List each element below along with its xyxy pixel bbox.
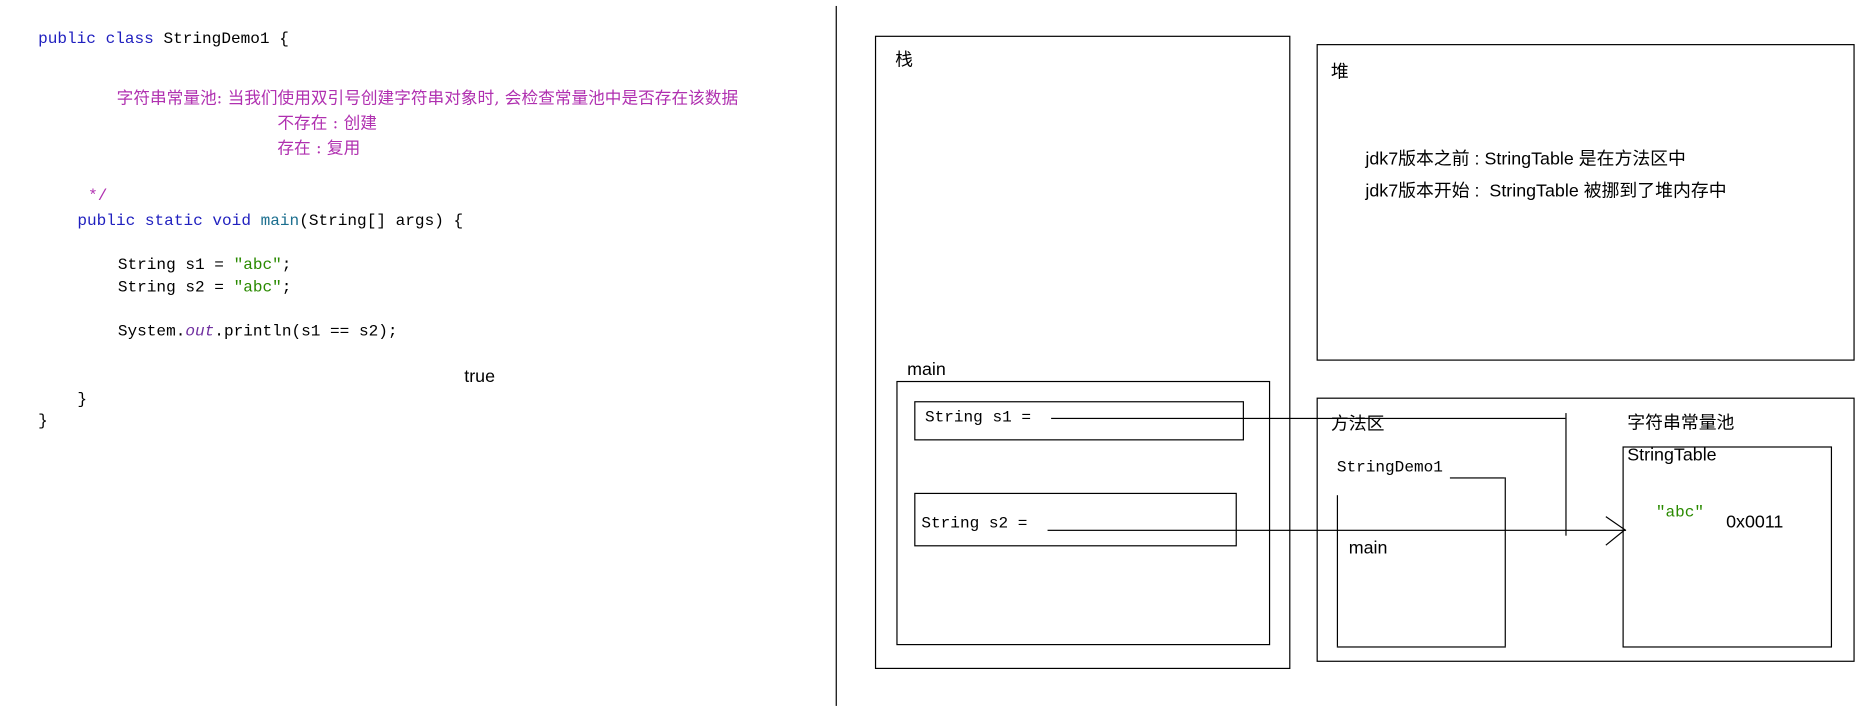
params: (String[] args) { <box>299 213 464 231</box>
class-box-right <box>1504 477 1506 647</box>
s1-variable-label: String s1 = <box>924 409 1032 428</box>
pool-string-value: "abc" <box>1655 504 1705 523</box>
method-name: main <box>260 213 300 231</box>
divider <box>835 5 837 706</box>
method-area-box <box>1316 397 1855 662</box>
method-area-label: 方法区 <box>1330 414 1385 435</box>
close-class-brace: } <box>38 413 48 431</box>
semicolon: ; <box>281 279 292 298</box>
heap-box <box>1316 44 1855 361</box>
class-label: StringDemo1 <box>1336 459 1443 478</box>
string-literal: "abc" <box>233 257 282 275</box>
s1-variable-box <box>914 401 1244 441</box>
class-method-label: main <box>1348 538 1388 559</box>
println-call: .println(s1 == s2); <box>214 323 398 342</box>
pool-address: 0x0011 <box>1726 511 1784 533</box>
class-box-bottom <box>1336 646 1506 648</box>
keyword: public static void <box>77 213 251 231</box>
stack-label: 栈 <box>895 49 914 71</box>
output-true: true <box>464 366 496 387</box>
stack-box <box>874 35 1291 670</box>
comment-line-1: 字符串常量池: 当我们使用双引号创建字符串对象时, 会检查常量池中是否存在该数据 <box>116 89 739 109</box>
arrow-head-icon <box>1605 516 1626 546</box>
string-pool-label: 字符串常量池 <box>1627 413 1735 434</box>
main-frame-box <box>896 380 1271 646</box>
decl: String s1 = <box>117 257 234 275</box>
code-s1: String s1 = "abc"; <box>118 256 292 277</box>
s1-reference-line <box>1051 417 1566 420</box>
s2-reference-line <box>1047 529 1627 531</box>
comment-line-3: 存在 : 复用 <box>277 139 361 159</box>
heap-label: 堆 <box>1330 61 1349 83</box>
heap-note-1: jdk7版本之前 : StringTable 是在方法区中 <box>1365 148 1686 170</box>
code-class-declaration: public class StringDemo1 { <box>38 30 289 51</box>
main-frame-label: main <box>907 359 946 380</box>
out-field: out <box>185 323 215 342</box>
s1-reference-connector <box>1565 413 1567 536</box>
heap-note-2: jdk7版本开始 : StringTable 被挪到了堆内存中 <box>1365 180 1727 202</box>
main-method-signature: public static void main(String[] args) { <box>77 212 463 233</box>
code-println: System.out.println(s1 == s2); <box>118 323 398 344</box>
s2-variable-box <box>914 492 1237 547</box>
code-s2: String s2 = "abc"; <box>118 279 292 300</box>
comment-end: */ <box>88 188 108 206</box>
semicolon: ; <box>281 257 292 275</box>
keyword: public class <box>38 30 154 49</box>
string-table-label: StringTable <box>1627 445 1717 466</box>
comment-line-2: 不存在 : 创建 <box>277 114 377 134</box>
s2-variable-label: String s2 = <box>921 515 1028 534</box>
system: System. <box>117 323 186 342</box>
decl: String s2 = <box>117 279 234 298</box>
class-box-left <box>1336 495 1339 647</box>
close-method-brace: } <box>77 391 88 410</box>
string-table-box <box>1622 446 1833 648</box>
class-name: StringDemo1 { <box>153 30 289 49</box>
string-literal: "abc" <box>233 279 282 298</box>
class-box-top <box>1449 477 1505 479</box>
